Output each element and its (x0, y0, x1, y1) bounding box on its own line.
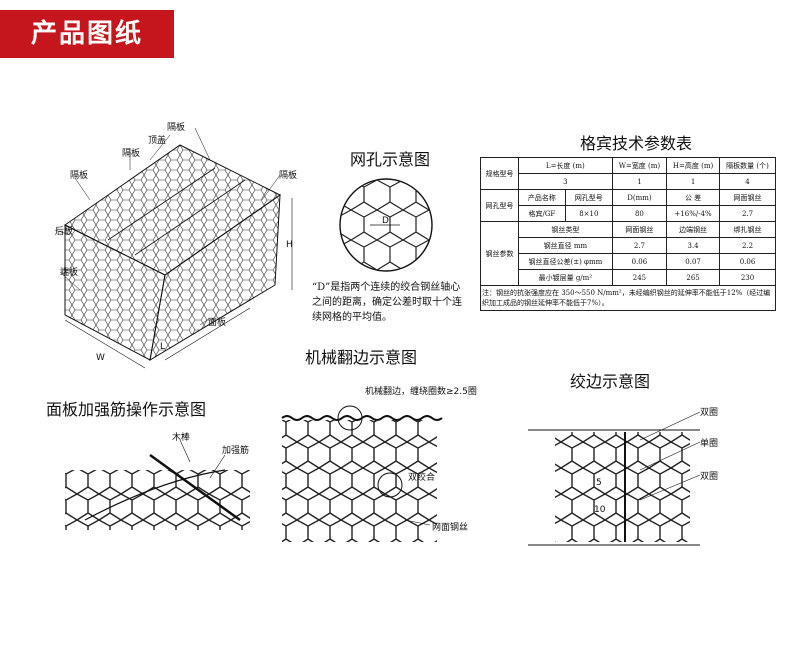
label-single: 单圈 (700, 439, 719, 449)
table-cell: 格宾/GF (517, 205, 566, 222)
table-cell: 规格型号 (480, 157, 519, 190)
table-cell: 网面钢丝 (719, 189, 776, 206)
table-cell: 隔板数量 (个) (719, 157, 776, 174)
label-top-lid: 隔板 (167, 123, 186, 133)
table-cell: 0.06 (611, 253, 668, 270)
table-row: 钢丝直径公差(±) φmm 0.06 0.07 0.06 (481, 253, 776, 270)
table-cell: 钢丝参数 (480, 221, 519, 286)
table-row: 钢丝参数 钢丝类型 网面钢丝 边端钢丝 绑扎钢丝 (480, 221, 776, 286)
label-right: 隔板 (279, 171, 298, 181)
label-bar: 加强筋 (222, 446, 250, 456)
table-cell: 钢丝类型 (517, 221, 613, 238)
table-row: 格宾/GF 8×10 80 +16%/-4% 2.7 (481, 205, 776, 222)
table-cell: 230 (719, 269, 776, 286)
table-row: 网孔型号 产品名称 网孔型号 D(mm) 公 差 网面钢丝 (480, 189, 776, 222)
table-cell: 3.4 (666, 237, 721, 254)
table-cell: 公 差 (666, 189, 721, 206)
table-cell: 8×10 (564, 205, 613, 222)
label-double-2: 双圈 (700, 472, 719, 482)
label-bottom: 面板 (208, 318, 227, 328)
machine-edge-drawing (281, 405, 443, 542)
table-cell: 80 (611, 205, 668, 222)
table-row: 规格型号 L=长度 (m) W=宽度 (m) H=高度 (m) 隔板数量 (个) (480, 157, 776, 190)
table-row: 注：钢丝的抗张强度应在 350～550 N/mm²，未经编织钢丝的延伸率不能低于… (480, 285, 776, 311)
table-cell: 网孔型号 (564, 189, 613, 206)
label-wire: 网面钢丝 (432, 523, 469, 533)
table-cell: 产品名称 (517, 189, 566, 206)
table-cell: W=宽度 (m) (611, 157, 668, 174)
panel-reinforce-drawing (65, 439, 250, 530)
label-twist: 双绞合 (408, 473, 436, 483)
table-row: 钢丝直径 mm 2.7 3.4 2.2 (481, 237, 776, 254)
table-cell: +16%/-4% (666, 205, 721, 222)
label-end: 端板 (60, 268, 79, 278)
label-height: H (286, 240, 293, 250)
table-cell: 3 (517, 173, 613, 190)
panel-reinforce-title: 面板加强筋操作示意图 (46, 400, 207, 419)
table-cell: D(mm) (611, 189, 668, 206)
spec-table: 规格型号 L=长度 (m) W=宽度 (m) H=高度 (m) 隔板数量 (个)… (480, 157, 776, 311)
label-rod: 木棒 (172, 433, 191, 443)
table-row: 最小镀层量 g/m² 245 265 230 (481, 269, 776, 286)
title-bar: 产品图纸 (0, 10, 174, 58)
mesh-hole-title: 网孔示意图 (350, 150, 431, 169)
dim-a: 5 (596, 478, 602, 488)
label-top-center: 顶盖 (148, 136, 167, 146)
label-left: 隔板 (70, 171, 89, 181)
table-cell: 最小镀层量 g/m² (517, 269, 613, 286)
mesh-hole-note: “D”是指两个连续的绞合钢丝轴心之间的距离，确定公差时取十个连续网格的平均值。 (312, 282, 462, 323)
label-double-1: 双圈 (700, 408, 719, 418)
table-cell: 网面钢丝 (611, 221, 668, 238)
table-cell: 0.07 (666, 253, 721, 270)
twist-edge-drawing (528, 411, 701, 546)
table-cell: 265 (666, 269, 721, 286)
gabion-box-drawing (54, 127, 293, 369)
table-row: 3 1 1 4 (481, 173, 776, 190)
mesh-hole-drawing (339, 178, 433, 272)
table-note: 注：钢丝的抗张强度应在 350～550 N/mm²，未经编织钢丝的延伸率不能低于… (480, 285, 776, 311)
machine-edge-title: 机械翻边示意图 (305, 348, 418, 367)
table-cell: 网孔型号 (480, 189, 519, 222)
table-cell: 1 (666, 173, 721, 190)
table-cell: 绑扎钢丝 (719, 221, 776, 238)
mesh-hole-d-label: D (382, 216, 389, 226)
label-back: 后板 (55, 227, 74, 237)
table-cell: H=高度 (m) (666, 157, 721, 174)
table-cell: 边端钢丝 (666, 221, 721, 238)
table-cell: 2.7 (719, 205, 776, 222)
label-top-left: 隔板 (122, 149, 141, 159)
label-length: L (160, 342, 166, 352)
table-cell: 1 (611, 173, 668, 190)
label-width: W (96, 353, 105, 363)
table-cell: 钢丝直径 mm (517, 237, 613, 254)
table-cell: 2.2 (719, 237, 776, 254)
label-machine-top: 机械翻边，缠绕圈数≥2.5圈 (365, 387, 477, 397)
table-cell: 2.7 (611, 237, 668, 254)
table-cell: 245 (611, 269, 668, 286)
table-cell: L=长度 (m) (517, 157, 613, 174)
page-title: 产品图纸 (30, 19, 143, 49)
table-cell: 0.06 (719, 253, 776, 270)
dim-b: 10 (594, 505, 606, 515)
table-cell: 钢丝直径公差(±) φmm (517, 253, 613, 270)
twist-edge-title: 绞边示意图 (570, 372, 651, 391)
spec-table-title: 格宾技术参数表 (580, 134, 693, 153)
table-cell: 4 (719, 173, 776, 190)
